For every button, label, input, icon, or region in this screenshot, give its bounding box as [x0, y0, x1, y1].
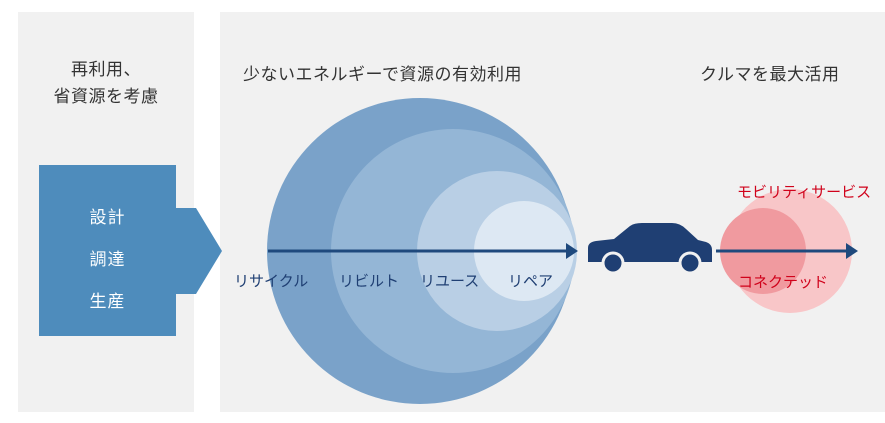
service-arrow-head-icon: [846, 243, 858, 259]
left-heading-line1: 再利用、: [71, 60, 141, 80]
process-item-production: 生産: [89, 292, 126, 312]
middle-heading: 少ないエネルギーで資源の有効利用: [243, 65, 522, 85]
stage-label-reuse: リユース: [420, 272, 479, 290]
car-icon: [588, 223, 712, 275]
left-heading-line2: 省資源を考慮: [53, 87, 159, 107]
left-heading: 再利用、 省資源を考慮: [18, 57, 194, 111]
cycle-arrow-head-icon: [566, 243, 578, 259]
connected-label: コネクテッド: [738, 273, 828, 291]
stage-label-recycle: リサイクル: [234, 272, 308, 290]
stage-label-rebuild: リビルト: [339, 272, 399, 290]
process-item-design: 設計: [89, 208, 126, 228]
mobility-service-label: モビリティサービス: [737, 183, 871, 201]
process-box: 設計 調達 生産: [39, 165, 176, 336]
stage-label-repair: リペア: [508, 272, 553, 290]
process-flow-arrow-icon: [176, 208, 222, 294]
right-heading: クルマを最大活用: [700, 65, 840, 85]
process-item-procurement: 調達: [89, 250, 126, 270]
